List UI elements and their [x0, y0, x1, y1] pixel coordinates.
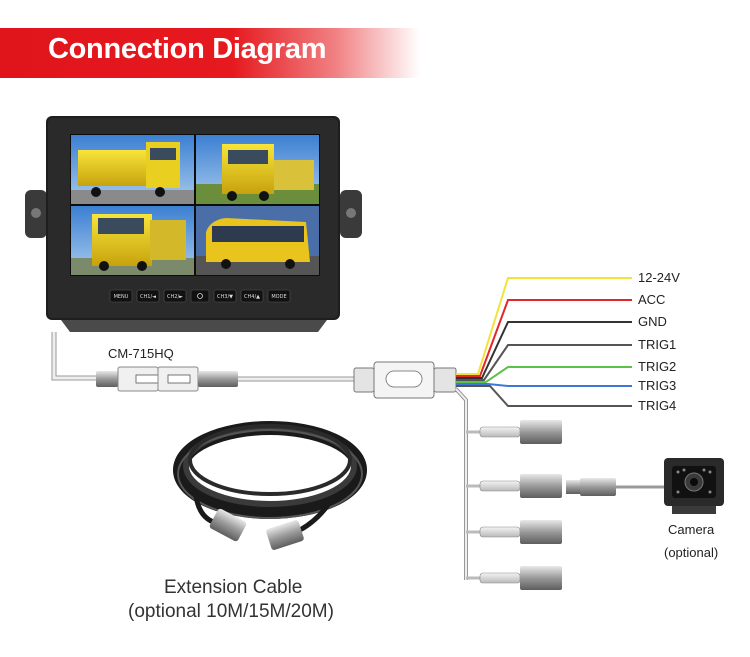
- button-ch1: CH1/◄: [140, 294, 156, 300]
- screen-quad-4: [196, 206, 319, 275]
- screen-quad-2: [196, 135, 319, 204]
- monitor: MENU CH1/◄ CH2/► CH3/▼ CH4/▲ MODE: [46, 116, 340, 320]
- page-title: Connection Diagram: [48, 33, 327, 65]
- button-ch2: CH2/►: [167, 294, 183, 300]
- wire-label-acc: ACC: [638, 292, 666, 307]
- button-mode: MODE: [271, 294, 286, 300]
- wire-label-trig1: TRIG1: [638, 337, 677, 352]
- wire-label-trig4: TRIG4: [638, 398, 677, 413]
- screen-quad-1: [71, 135, 194, 204]
- extension-cable-options: (optional 10M/15M/20M): [128, 601, 334, 622]
- wire-label-12-24v: 12-24V: [638, 270, 680, 285]
- monitor-model-label: CM-715HQ: [108, 346, 174, 361]
- monitor-cable: [51, 332, 356, 392]
- camera-plug: [566, 478, 664, 496]
- camera-input-branches: [454, 387, 664, 590]
- wire-label-trig3: TRIG3: [638, 378, 677, 393]
- camera-input-connector-1: [479, 420, 562, 444]
- camera-label: Camera: [668, 522, 715, 537]
- button-ch3: CH3/▼: [217, 294, 233, 300]
- wire-label-gnd: GND: [638, 314, 667, 329]
- camera-input-connector-3: [479, 520, 562, 544]
- monitor-button-row: MENU CH1/◄ CH2/► CH3/▼ CH4/▲ MODE: [109, 289, 291, 303]
- extension-cable-title: Extension Cable: [164, 577, 303, 598]
- camera-input-connector-2: [479, 474, 562, 498]
- screen-quad-3: [71, 206, 194, 275]
- camera-icon: [664, 458, 724, 514]
- extension-cable-coil: [173, 421, 367, 550]
- button-menu: MENU: [114, 294, 129, 300]
- title-banner: [0, 28, 420, 78]
- power-icon: [197, 293, 203, 299]
- wire-label-trig2: TRIG2: [638, 359, 677, 374]
- button-ch4: CH4/▲: [244, 294, 260, 300]
- camera-input-connector-4: [479, 566, 562, 590]
- junction-box: [353, 361, 457, 399]
- camera-optional-label: (optional): [664, 545, 719, 560]
- wire-bundle: [456, 277, 632, 407]
